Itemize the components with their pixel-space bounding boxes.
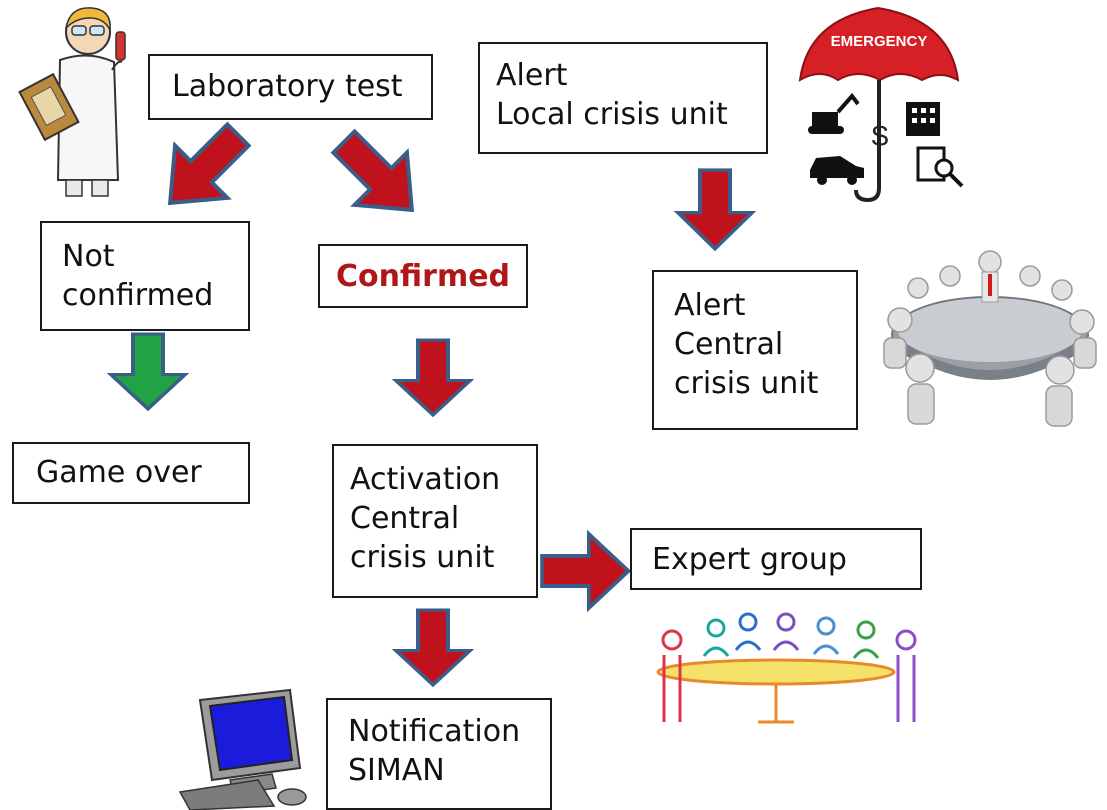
alert-central-line-2: Central bbox=[674, 327, 784, 362]
alert-central-box: Alert Central crisis unit bbox=[652, 270, 858, 430]
arrow-confirmed-to-activation bbox=[394, 338, 472, 417]
lab-test-box: Laboratory test bbox=[148, 54, 433, 120]
alert-local-line-1: Alert bbox=[496, 58, 568, 93]
notification-line-2: SIMAN bbox=[348, 753, 445, 788]
emergency-umbrella-icon: EMERGENCY $ bbox=[798, 6, 964, 203]
arrow-not-confirmed-to-game-over bbox=[109, 332, 187, 411]
alert-central-line-3: crisis unit bbox=[674, 366, 819, 401]
not-confirmed-box: Not confirmed bbox=[40, 221, 250, 331]
not-confirmed-line-1: Not bbox=[62, 239, 115, 274]
game-over-box: Game over bbox=[12, 442, 250, 504]
activation-box: Activation Central crisis unit bbox=[332, 444, 538, 598]
arrow-activation-to-notification bbox=[394, 608, 472, 687]
confirmed-label: Confirmed bbox=[335, 259, 511, 294]
alert-central-line-1: Alert bbox=[674, 288, 746, 323]
scientist-icon bbox=[18, 7, 126, 197]
meeting-table-icon bbox=[870, 250, 1107, 450]
expert-group-icon bbox=[656, 612, 917, 724]
notification-line-1: Notification bbox=[348, 714, 521, 749]
activation-line-1: Activation bbox=[350, 462, 501, 497]
arrow-lab-to-not-confirmed bbox=[144, 109, 264, 229]
activation-line-2: Central bbox=[350, 501, 460, 536]
expert-group-box: Expert group bbox=[630, 528, 922, 590]
arrow-activation-to-expert bbox=[540, 532, 631, 610]
dollar-sign: $ bbox=[872, 120, 889, 153]
game-over-label: Game over bbox=[36, 455, 202, 490]
alert-local-line-2: Local crisis unit bbox=[496, 97, 728, 132]
not-confirmed-line-2: confirmed bbox=[62, 278, 214, 313]
activation-line-3: crisis unit bbox=[350, 540, 495, 575]
expert-group-label: Expert group bbox=[652, 542, 847, 577]
emergency-label: EMERGENCY bbox=[831, 33, 928, 50]
lab-test-label: Laboratory test bbox=[172, 69, 403, 104]
alert-local-box: Alert Local crisis unit bbox=[478, 42, 768, 154]
computer-icon bbox=[178, 688, 307, 810]
confirmed-box: Confirmed bbox=[318, 244, 528, 308]
arrow-local-to-central bbox=[676, 168, 754, 251]
notification-box: Notification SIMAN bbox=[326, 698, 552, 810]
arrow-lab-to-confirmed bbox=[318, 116, 438, 236]
